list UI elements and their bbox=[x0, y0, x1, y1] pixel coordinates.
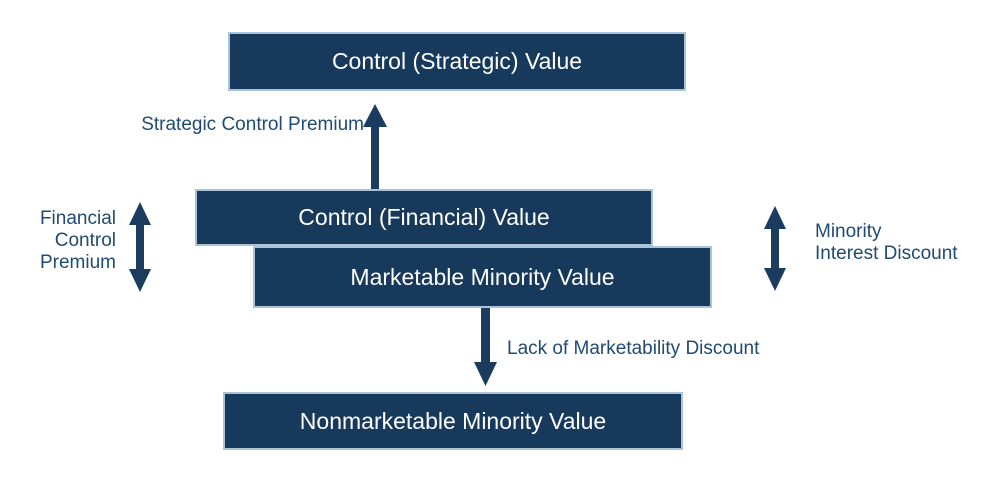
marketability-discount-down-arrow-icon bbox=[474, 306, 497, 386]
financial-premium-double-arrow-icon bbox=[129, 202, 151, 292]
box-control-financial-value-label: Control (Financial) Value bbox=[298, 204, 550, 230]
minority-interest-discount-label: Minority Interest Discount bbox=[815, 221, 958, 265]
box-nonmarketable-minority-value-label: Nonmarketable Minority Value bbox=[299, 407, 607, 434]
strategic-control-premium-label: Strategic Control Premium bbox=[141, 114, 364, 135]
box-marketable-minority-value-label: Marketable Minority Value bbox=[350, 263, 615, 290]
box-nonmarketable-minority-value: Nonmarketable Minority Value bbox=[223, 392, 683, 450]
financial-control-premium-line3: Premium bbox=[39, 252, 116, 273]
minority-interest-discount-line2: Interest Discount bbox=[815, 243, 958, 264]
lack-of-marketability-discount-label: Lack of Marketability Discount bbox=[507, 338, 760, 359]
box-control-financial-value: Control (Financial) Value bbox=[195, 189, 653, 246]
strategic-premium-up-arrow-icon bbox=[363, 104, 387, 190]
box-control-strategic-value: Control (Strategic) Value bbox=[228, 32, 686, 91]
box-control-strategic-value-label: Control (Strategic) Value bbox=[331, 48, 583, 74]
minority-discount-double-arrow-icon bbox=[764, 206, 786, 291]
financial-control-premium-label: Financial Control Premium bbox=[20, 208, 116, 274]
financial-control-premium-line2: Control bbox=[54, 230, 116, 251]
minority-interest-discount-line1: Minority bbox=[815, 221, 882, 242]
financial-control-premium-line1: Financial bbox=[39, 208, 116, 229]
box-marketable-minority-value: Marketable Minority Value bbox=[253, 246, 712, 308]
